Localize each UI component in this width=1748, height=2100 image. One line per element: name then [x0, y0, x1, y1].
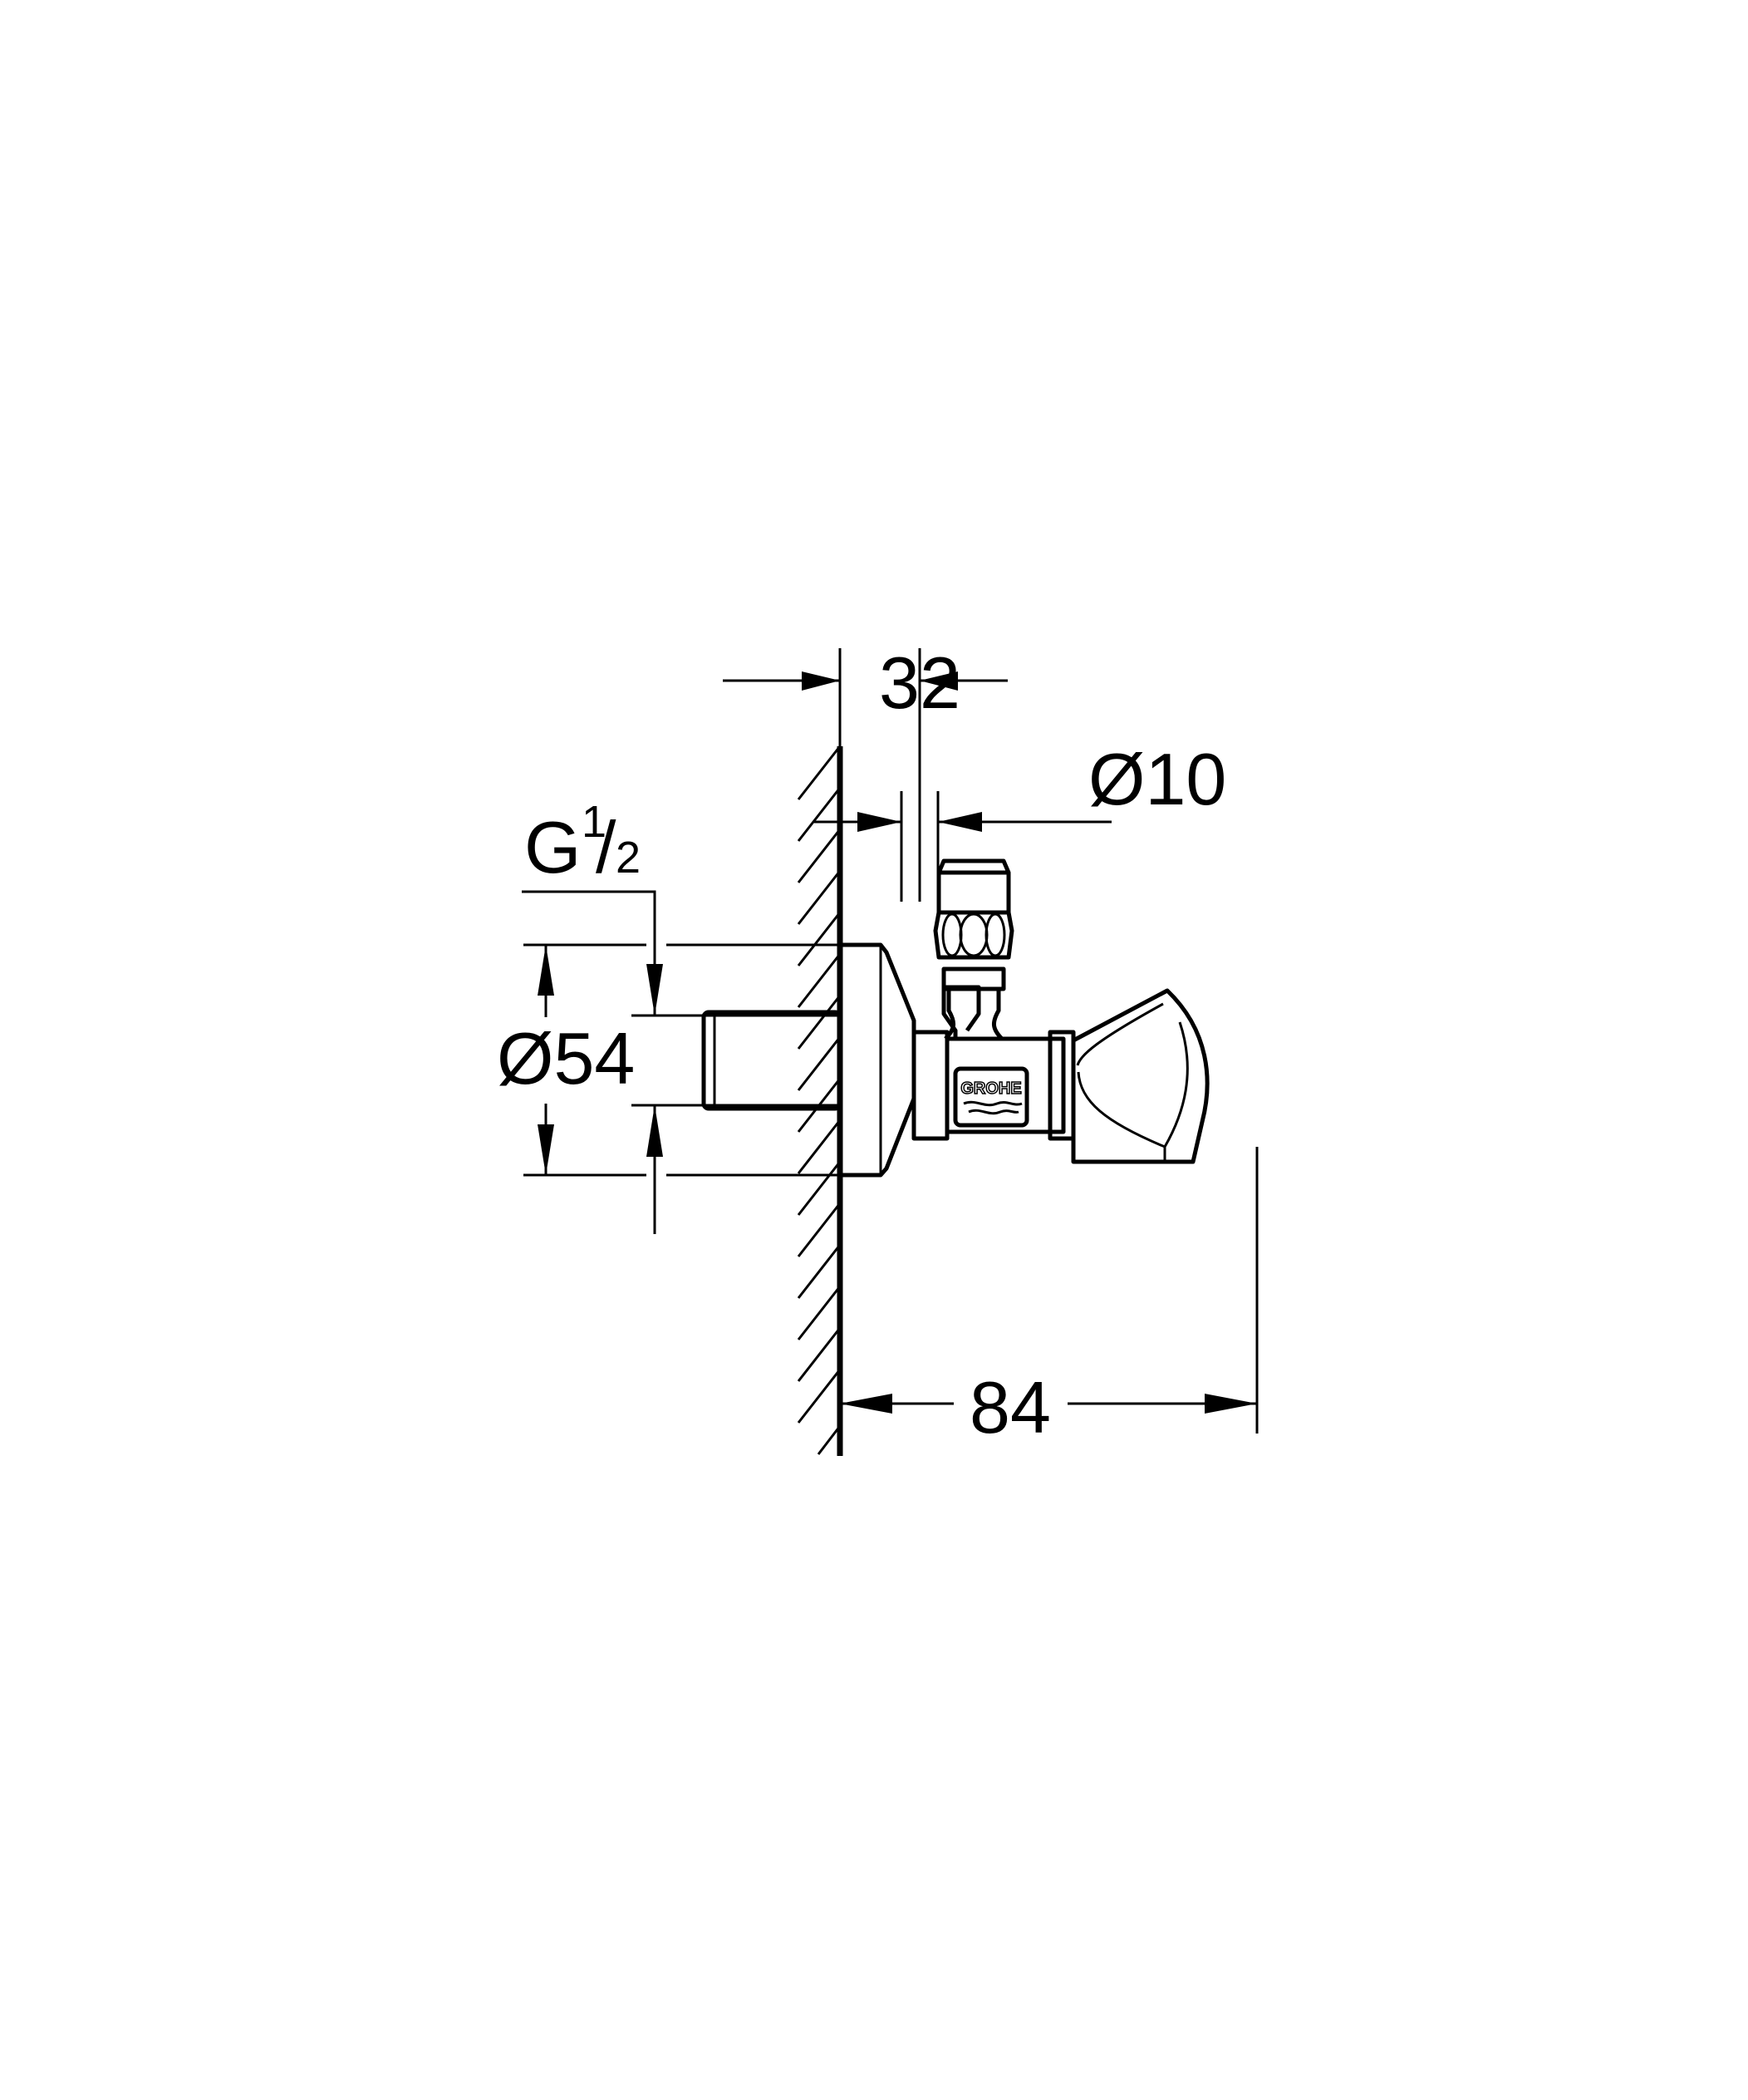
arrow-down-icon	[646, 964, 663, 1016]
arrow-down-icon	[538, 1124, 554, 1175]
thread-label-numerator: 1	[582, 797, 606, 847]
upper-nut	[936, 858, 1011, 912]
dimension-diameter-10: Ø10	[814, 738, 1226, 902]
dimension-32: 32	[723, 642, 1008, 902]
dimension-thread-g-half: G 1 / 2	[522, 797, 663, 1016]
thread-label-g: G	[524, 806, 581, 888]
arrow-right-icon	[802, 671, 840, 691]
rosette	[837, 942, 916, 1178]
dimension-diameter-54: Ø54	[497, 943, 840, 1234]
valve-handle	[1071, 988, 1210, 1164]
thread-stub	[701, 1010, 842, 1111]
wall-hatching	[797, 745, 842, 1455]
brand-plate	[953, 1066, 1029, 1128]
arrow-up-icon	[538, 945, 554, 996]
arrow-right-icon	[1205, 1394, 1257, 1414]
arrow-right-icon	[857, 812, 901, 832]
arrow-up-icon	[646, 1105, 663, 1157]
dimension-diameter-10-label: Ø10	[1088, 738, 1226, 820]
valve-body	[945, 1036, 1066, 1134]
thread-label-slash: /	[596, 806, 616, 888]
wall	[797, 745, 843, 1456]
arrow-left-icon	[840, 1394, 892, 1414]
dimension-32-label: 32	[879, 642, 960, 724]
wave-icon	[963, 1100, 1023, 1107]
angle-valve: GROHE	[701, 858, 1210, 1178]
brand-logo-text: GROHE	[960, 1080, 1021, 1098]
thread-label-denominator: 2	[616, 833, 641, 883]
dimension-diameter-54-label: Ø54	[497, 1017, 635, 1099]
dimension-84: 84	[840, 1147, 1259, 1448]
arrow-left-icon	[938, 812, 982, 832]
dimension-84-label: 84	[970, 1366, 1051, 1448]
arrow-left-icon	[920, 671, 958, 691]
